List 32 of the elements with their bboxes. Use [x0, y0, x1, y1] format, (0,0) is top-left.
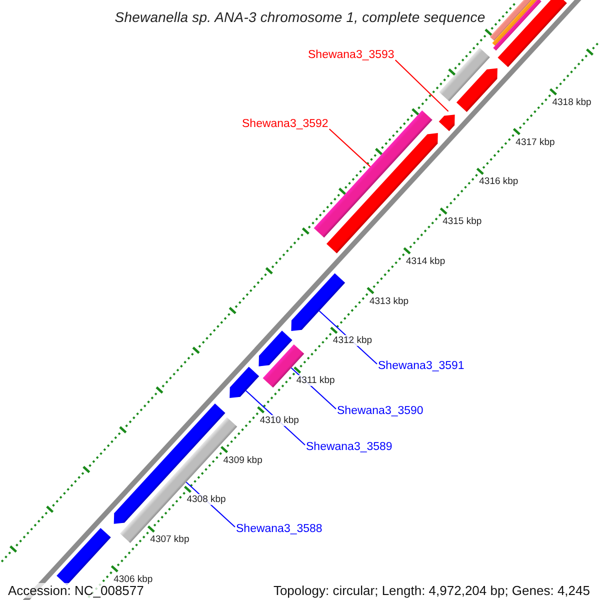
gene-label: Shewana3_3589 [306, 440, 392, 454]
accession-text: Accession: NC_008577 [6, 583, 146, 598]
leader-line [394, 60, 449, 112]
scale-label: 4308 kbp [186, 494, 226, 506]
scale-label: 4309 kbp [223, 454, 262, 466]
gene-feature [456, 68, 498, 112]
gene-feature [438, 114, 455, 132]
gene-bar [490, 0, 542, 51]
leader-line [328, 128, 371, 168]
gene-feature [291, 273, 346, 331]
scale-label: 4316 kbp [479, 176, 518, 188]
scale-label: 4315 kbp [442, 216, 482, 228]
scale-label: 4306 kbp [114, 574, 153, 585]
sequence-info-text: Topology: circular; Length: 4,972,204 bp; Genes: 4,245 [271, 583, 592, 598]
gene-feature [230, 366, 260, 398]
scale-label: 4307 kbp [150, 534, 190, 546]
map-title: Shewanella sp. ANA-3 chromosome 1, complete sequence [114, 9, 486, 25]
gene-feature [258, 330, 292, 366]
scale-label: 4312 kbp [332, 335, 372, 346]
gene-label: Shewana3_3591 [378, 359, 464, 373]
scale-label: 4310 kbp [260, 414, 299, 426]
gene-label: Shewana3_3592 [242, 117, 328, 131]
scale-label: 4317 kbp [516, 136, 555, 148]
gene-label: Shewana3_3593 [308, 48, 394, 62]
scale-label: 4313 kbp [369, 296, 409, 307]
scale-label: 4314 kbp [406, 256, 446, 267]
gene-feature [326, 133, 438, 254]
scale-label: 4311 kbp [296, 375, 335, 386]
gene-label: Shewana3_3588 [236, 522, 322, 536]
gene-feature [114, 404, 226, 524]
scale-label: 4318 kbp [552, 96, 592, 108]
gene-label: Shewana3_3590 [337, 404, 424, 418]
